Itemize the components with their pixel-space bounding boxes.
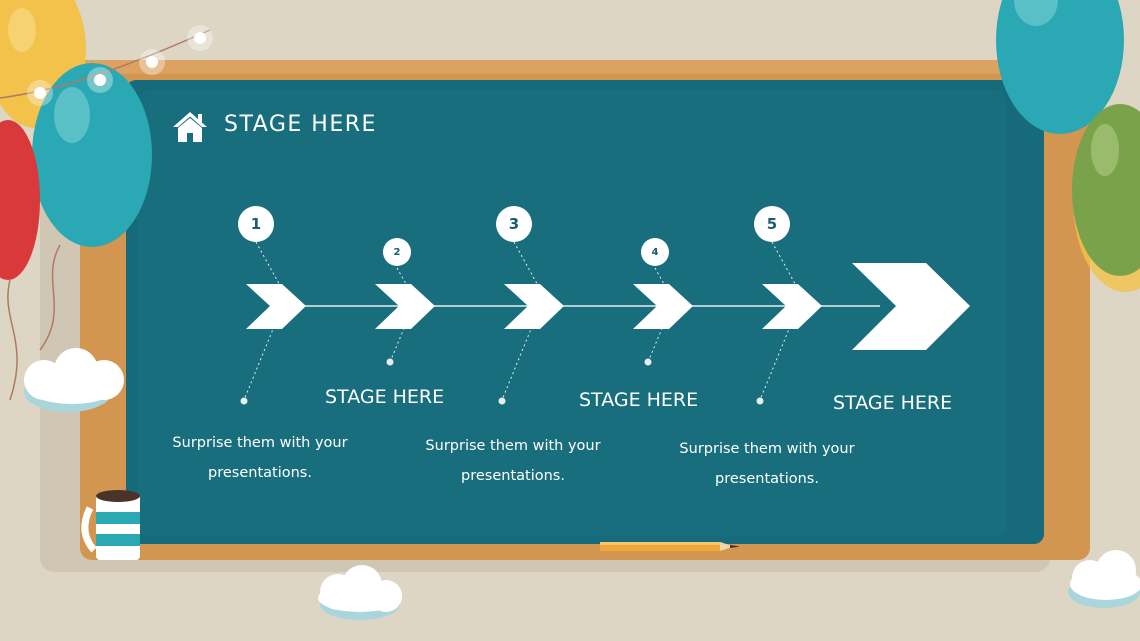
connector-dots xyxy=(240,358,764,405)
chevron-arrow-icon xyxy=(375,284,435,329)
description-line: Surprise them with your xyxy=(425,438,601,454)
step-number-2: 2 xyxy=(383,238,411,266)
balloon-icon xyxy=(1072,104,1140,292)
chevron-arrow-icon xyxy=(762,284,822,329)
stage-label-3: STAGE HERE xyxy=(833,392,953,414)
cloud-icon xyxy=(24,348,124,412)
stage-description-3: Surprise them with your presentations. xyxy=(667,434,867,494)
pencil-icon xyxy=(600,542,740,551)
cloud-icon xyxy=(318,565,402,620)
chevron-arrow-icon xyxy=(246,284,306,329)
stage-description-2: Surprise them with your presentations. xyxy=(413,431,613,491)
description-line: presentations. xyxy=(461,468,565,484)
step-number-4: 4 xyxy=(641,238,669,266)
description-line: Surprise them with your xyxy=(172,435,348,451)
balloon-icon xyxy=(32,63,152,351)
cloud-icon xyxy=(1068,550,1140,608)
balloon-icon xyxy=(996,0,1124,134)
stage-label-1: STAGE HERE xyxy=(325,386,445,408)
page-title: STAGE HERE xyxy=(224,112,377,137)
step-number-3: 3 xyxy=(496,206,532,242)
description-line: presentations. xyxy=(208,465,312,481)
step-number-1: 1 xyxy=(238,206,274,242)
coffee-mug-icon xyxy=(81,490,140,560)
step-number-5: 5 xyxy=(754,206,790,242)
description-line: presentations. xyxy=(715,471,819,487)
chevron-arrow-icon xyxy=(504,284,564,329)
chevron-arrow-icon xyxy=(633,284,693,329)
balloon-icon xyxy=(0,120,40,401)
description-line: Surprise them with your xyxy=(679,441,855,457)
stage-description-1: Surprise them with your presentations. xyxy=(160,428,360,488)
home-icon xyxy=(173,112,207,142)
stage-label-2: STAGE HERE xyxy=(579,389,699,411)
chevron-arrow-icon xyxy=(852,263,970,350)
lights-string-icon xyxy=(0,25,213,106)
